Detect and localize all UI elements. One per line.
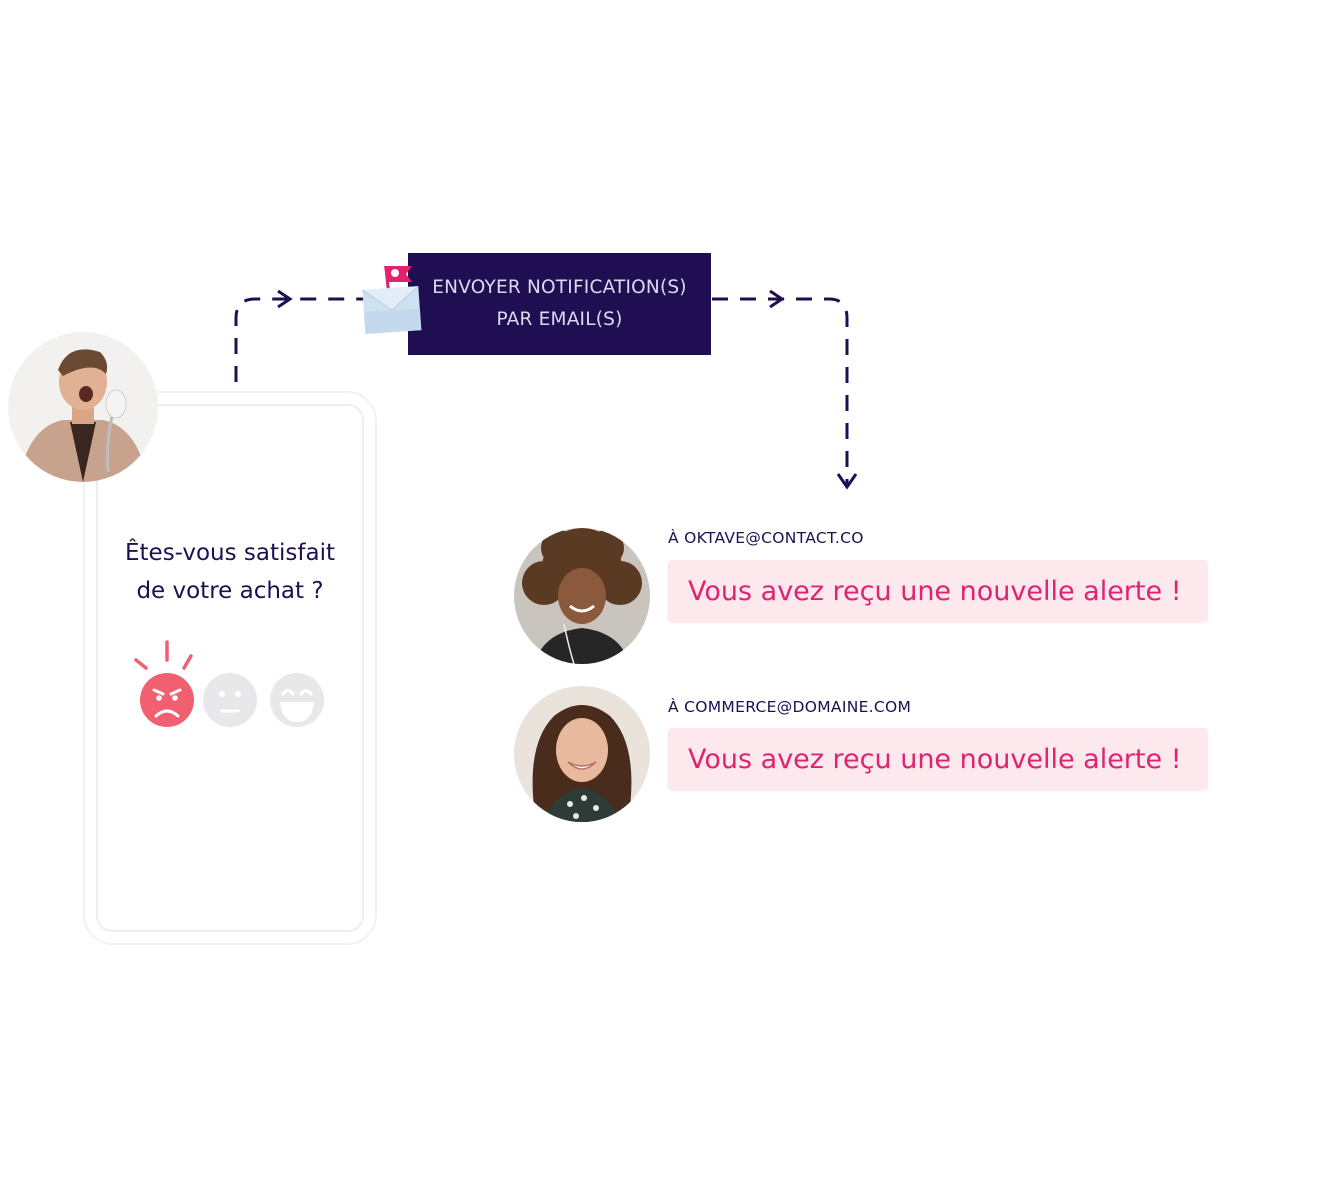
rating-faces xyxy=(134,640,324,727)
happy-face-rating-icon[interactable] xyxy=(270,673,324,727)
alert-message-2: Vous avez reçu une nouvelle alerte ! xyxy=(668,728,1208,790)
action-label-line1: ENVOYER NOTIFICATION(S) xyxy=(432,277,687,298)
connector-phone-to-action xyxy=(234,297,366,382)
neutral-face-rating-icon[interactable] xyxy=(203,673,257,727)
mailbox-flag-icon xyxy=(362,266,422,334)
alert-message-1: Vous avez reçu une nouvelle alerte ! xyxy=(668,560,1208,622)
action-label-line2: PAR EMAIL(S) xyxy=(496,309,623,330)
recipient-email-2: À COMMERCE@DOMAINE.COM xyxy=(668,698,912,716)
arrowhead-right-2 xyxy=(769,289,785,309)
connector-action-to-recipients xyxy=(712,297,849,484)
survey-question-line1: Êtes-vous satisfait xyxy=(125,540,335,566)
recipient-email-1: À OKTAVE@CONTACT.CO xyxy=(668,529,864,547)
angry-face-rating-icon[interactable] xyxy=(134,640,194,727)
survey-question-line2: de votre achat ? xyxy=(136,578,324,604)
phone-screen xyxy=(96,404,364,932)
recipient-avatar-1 xyxy=(514,528,650,664)
send-email-notification-action: ENVOYER NOTIFICATION(S) PAR EMAIL(S) xyxy=(408,253,711,355)
arrowhead-right-1 xyxy=(277,289,293,309)
survey-question: Êtes-vous satisfait de votre achat ? xyxy=(96,534,364,610)
recipient-avatar-2 xyxy=(514,686,650,822)
arrowhead-down xyxy=(836,473,858,490)
sender-avatar xyxy=(8,332,158,482)
